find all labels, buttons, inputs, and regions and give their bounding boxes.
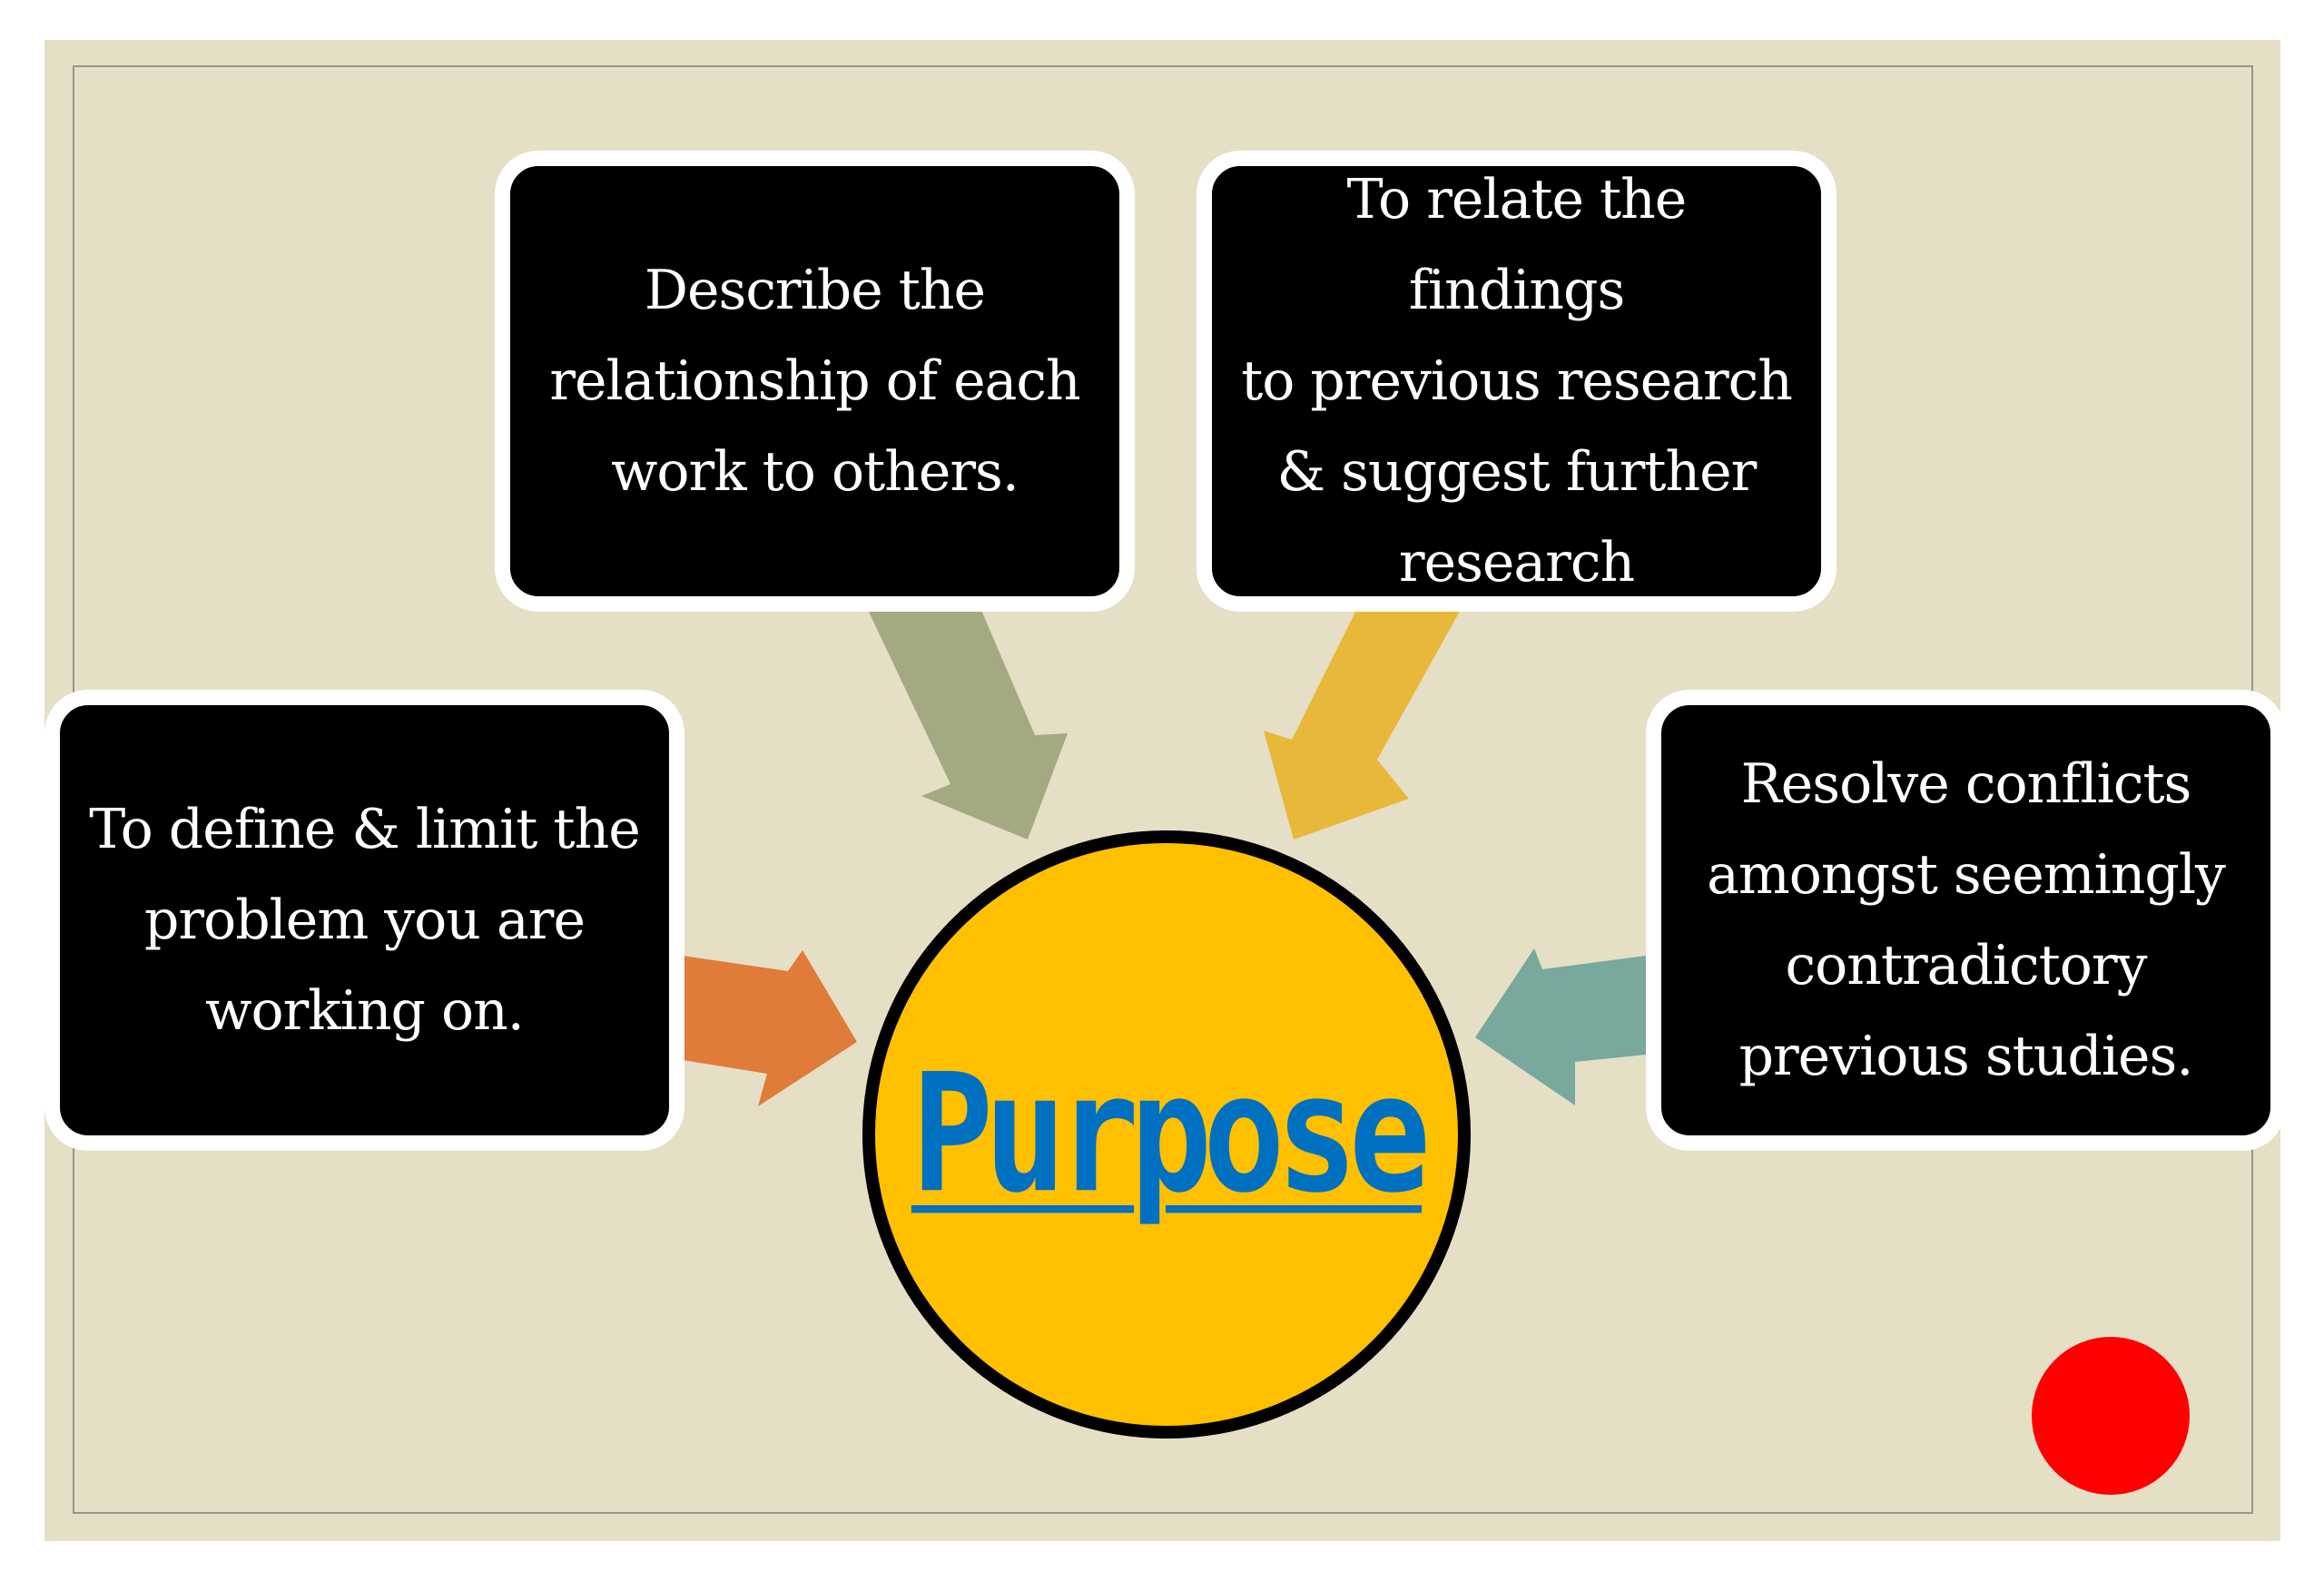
purpose-title[interactable]: Purpose — [911, 1039, 1431, 1230]
red-dot-marker — [2032, 1337, 2190, 1495]
arrow-top-left — [867, 608, 1068, 840]
card-describe-relationship: Describe the relationship of each work t… — [495, 151, 1135, 612]
card-resolve-conflicts: Resolve conflicts amongst seemingly cont… — [1646, 690, 2286, 1151]
card-define-limit: To define & limit the problem you are wo… — [44, 690, 684, 1151]
card-relate-findings: To relate the findings to previous resea… — [1196, 151, 1837, 612]
arrow-right — [1475, 948, 1646, 1105]
arrow-top-right — [1264, 608, 1462, 840]
purpose-circle: Purpose — [862, 830, 1471, 1439]
arrow-left — [683, 950, 857, 1106]
